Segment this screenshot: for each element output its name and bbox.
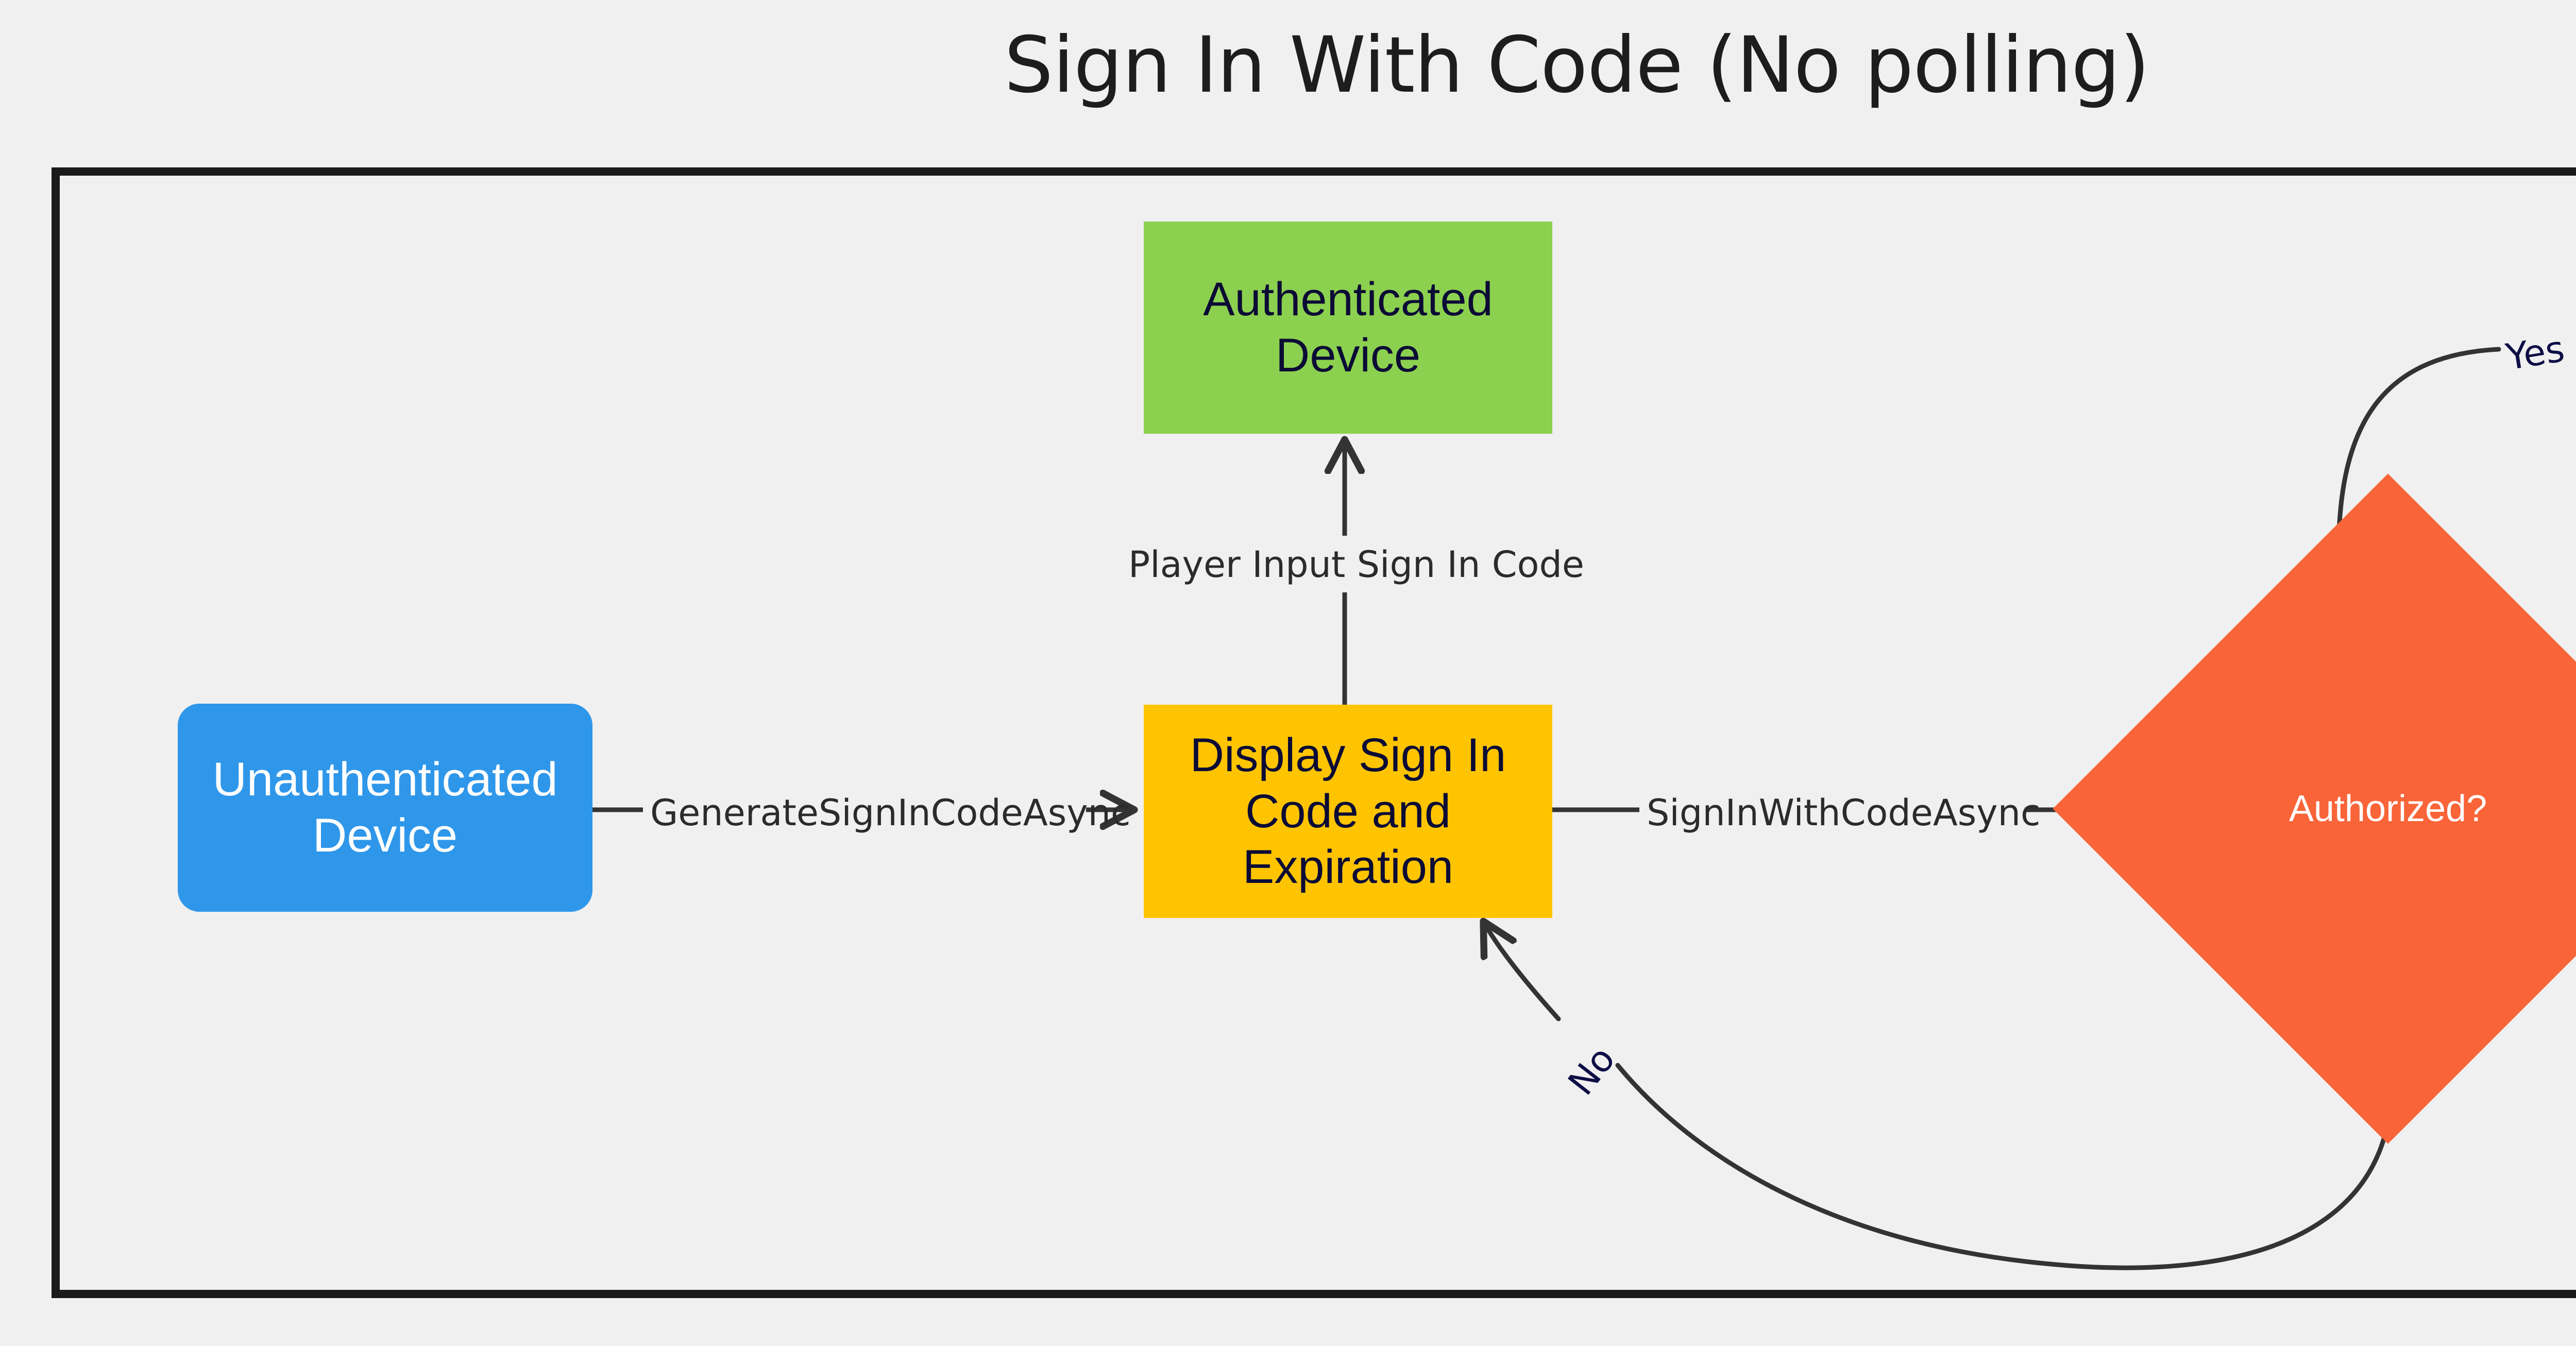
node-unauthenticated-device-label: Unauthenticated Device — [212, 753, 558, 862]
node-display-sign-in-code[interactable]: Display Sign In Code and Expiration — [1144, 705, 1552, 918]
page-title: Sign In With Code (No polling) — [1004, 21, 2150, 110]
node-unauthenticated-device[interactable]: Unauthenticated Device — [178, 704, 592, 912]
node-authenticated-device[interactable]: Authenticated Device — [1144, 222, 1552, 434]
edge-label-generate-sign-in-code-async: GenerateSignInCodeAsync — [650, 792, 1131, 834]
edge-label-sign-in-with-code-async: SignInWithCodeAsync — [1647, 792, 2041, 834]
edge-label-player-input-sign-in-code: Player Input Sign In Code — [1128, 543, 1584, 586]
node-display-sign-in-code-label: Display Sign In Code and Expiration — [1190, 729, 1506, 894]
node-authorized-decision-label: Authorized? — [2289, 788, 2487, 829]
node-authorized-decision[interactable]: Authorized? — [2053, 473, 2576, 1144]
edge-label-yes: Yes — [2503, 327, 2568, 379]
node-authenticated-device-label: Authenticated Device — [1203, 273, 1493, 382]
